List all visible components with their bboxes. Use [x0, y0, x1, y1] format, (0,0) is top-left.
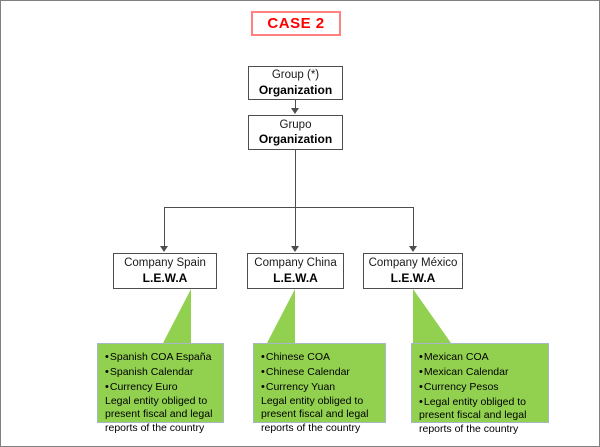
callout-mexico-line-3: Currency Pesos [419, 380, 541, 395]
callout-china: Chinese COA Chinese Calendar Currency Yu… [253, 343, 386, 434]
connector-bus-to-china [295, 207, 296, 247]
connector-group-to-grupo [295, 100, 296, 109]
callout-spain-line-3: Currency Euro [105, 380, 216, 395]
callout-mexico: Mexican COA Mexican Calendar Currency Pe… [411, 343, 549, 435]
callout-tail-china-icon [267, 289, 295, 343]
callout-china-line-1: Chinese COA [261, 350, 378, 365]
callout-china-line-3: Currency Yuan [261, 380, 378, 395]
node-company-mexico-line2: L.E.W.A [390, 270, 436, 285]
arrowhead-spain-icon [160, 246, 168, 252]
node-company-mexico[interactable]: Company México L.E.W.A [363, 253, 463, 289]
callout-spain-line-5: present fiscal and legal [105, 408, 213, 421]
connector-bus-to-spain [164, 207, 165, 247]
connector-grupo-to-bus [295, 150, 296, 207]
node-group-line2: Organization [258, 82, 333, 97]
callout-spain-line-2: Spanish Calendar [105, 365, 216, 380]
callout-china-line-2: Chinese Calendar [261, 365, 378, 380]
connector-horizontal-bus [164, 207, 414, 208]
node-company-china-line1: Company China [254, 257, 337, 270]
arrowhead-china-icon [291, 246, 299, 252]
node-company-spain-line2: L.E.W.A [142, 270, 188, 285]
callout-tail-spain-icon [163, 289, 191, 343]
callout-china-line-6: reports of the country [261, 422, 361, 435]
node-company-spain-line1: Company Spain [124, 257, 206, 270]
node-company-china[interactable]: Company China L.E.W.A [247, 253, 344, 289]
callout-mexico-line-1: Mexican COA [419, 350, 541, 365]
arrowhead-mexico-icon [409, 246, 417, 252]
callout-mexico-line-6: reports of the country [419, 423, 519, 436]
callout-spain-line-1: Spanish COA España [105, 350, 216, 365]
node-company-china-line2: L.E.W.A [273, 270, 318, 285]
node-grupo-line1: Grupo [279, 118, 312, 131]
callout-mexico-line-4: Legal entity obliged to [419, 395, 541, 410]
callout-mexico-line-2: Mexican Calendar [419, 365, 541, 380]
node-group-organization[interactable]: Group (*) Organization [248, 66, 343, 100]
connector-bus-to-mexico [413, 207, 414, 247]
node-group-line1: Group (*) [271, 69, 320, 82]
node-company-mexico-line1: Company México [368, 257, 458, 270]
callout-tail-mexico-icon [413, 289, 451, 343]
callout-china-line-4: Legal entity obliged to [261, 394, 364, 407]
callout-spain-line-6: reports of the country [105, 422, 205, 435]
callout-mexico-line-5: present fiscal and legal [419, 409, 527, 422]
node-company-spain[interactable]: Company Spain L.E.W.A [113, 253, 217, 289]
node-grupo-organization[interactable]: Grupo Organization [248, 115, 343, 150]
callout-spain-line-4: Legal entity obliged to [105, 394, 208, 407]
arrowhead-grupo-icon [291, 108, 299, 114]
case-title-label: CASE 2 [267, 15, 325, 32]
case-title-banner: CASE 2 [251, 11, 341, 36]
callout-china-line-5: present fiscal and legal [261, 408, 369, 421]
node-grupo-line2: Organization [258, 132, 333, 147]
callout-spain: Spanish COA España Spanish Calendar Curr… [97, 343, 224, 434]
